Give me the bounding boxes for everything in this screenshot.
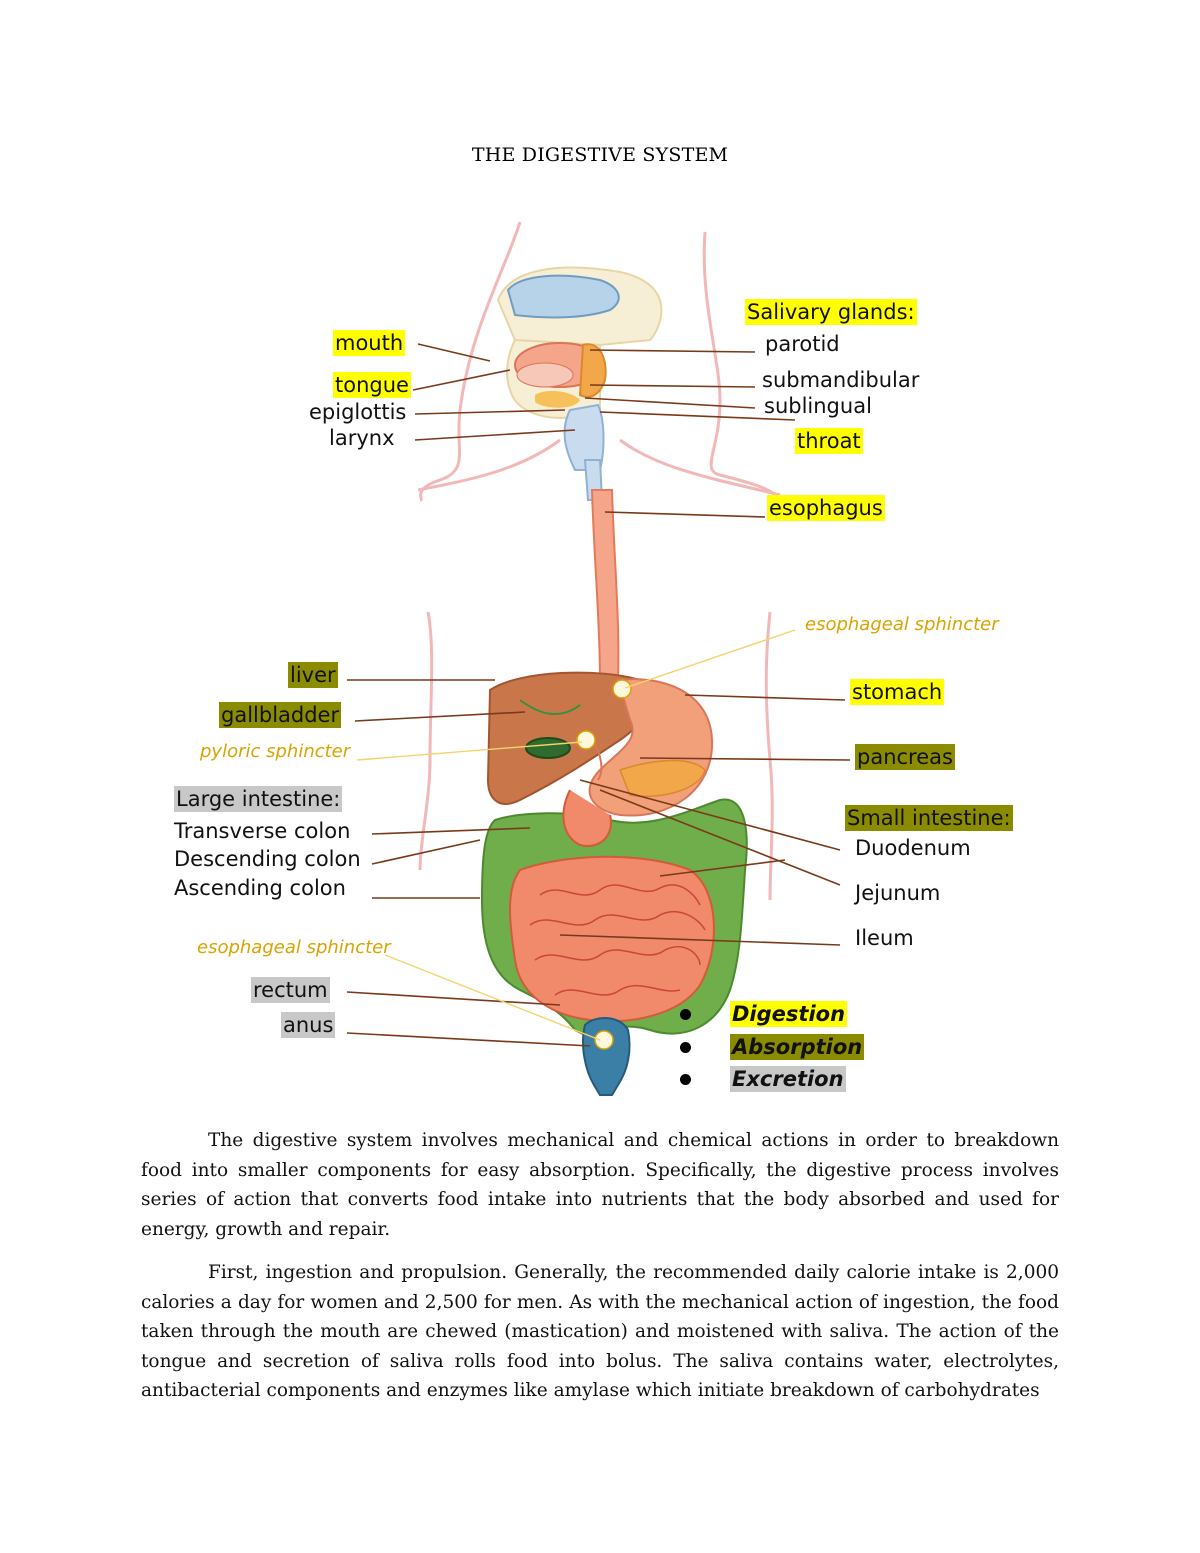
label-stomach: stomach [850, 679, 945, 705]
sphincter-leader-lines [356, 629, 796, 1041]
label-throat: throat [795, 428, 863, 454]
label-descending-colon: Descending colon [174, 847, 361, 871]
esophagus-shape [590, 489, 620, 681]
label-parotid: parotid [765, 332, 840, 356]
label-ileum: Ileum [855, 926, 914, 950]
gallbladder-shape [525, 737, 571, 759]
function-excretion: Excretion [730, 1066, 846, 1092]
label-small-intestine: Small intestine: [845, 805, 1013, 831]
rectum-shape [582, 1017, 631, 1096]
label-liver: liver [288, 662, 338, 688]
label-epiglottis: epiglottis [309, 400, 407, 424]
function-absorption: Absorption [730, 1034, 865, 1060]
leader-lines [346, 343, 851, 1047]
label-esophageal-sphincter-top: esophageal sphincter [805, 614, 999, 635]
small-intestine-shape [509, 855, 715, 1023]
label-sublingual: sublingual [764, 394, 872, 418]
label-salivary-glands: Salivary glands: [745, 299, 917, 325]
label-pancreas: pancreas [855, 744, 955, 770]
paragraph-2-text: First, ingestion and propulsion. General… [141, 1262, 1059, 1401]
label-tongue: tongue [333, 372, 411, 398]
head-illustration [496, 266, 663, 501]
label-transverse-colon: Transverse colon [174, 819, 351, 843]
label-submandibular: submandibular [762, 368, 920, 392]
bullet-icon [680, 1074, 691, 1085]
sphincter-markers [576, 679, 632, 1050]
paragraph-2: First, ingestion and propulsion. General… [141, 1258, 1059, 1406]
paragraph-1: The digestive system involves mechanical… [141, 1126, 1059, 1244]
bullet-icon [680, 1042, 691, 1053]
label-mouth: mouth [333, 330, 406, 356]
function-digestion: Digestion [730, 1001, 848, 1027]
page-title: THE DIGESTIVE SYSTEM [471, 144, 729, 166]
label-gallbladder: gallbladder [219, 702, 342, 728]
bullet-icon [680, 1009, 691, 1020]
label-esophagus: esophagus [767, 495, 885, 521]
label-esophageal-sphincter-bottom: esophageal sphincter [197, 937, 391, 958]
label-pyloric-sphincter: pyloric sphincter [200, 741, 351, 762]
label-ascending-colon: Ascending colon [174, 876, 346, 900]
label-large-intestine: Large intestine: [174, 786, 343, 812]
label-larynx: larynx [329, 426, 395, 450]
label-duodenum: Duodenum [855, 836, 971, 860]
label-jejunum: Jejunum [855, 881, 941, 905]
pancreas-shape [619, 759, 706, 797]
paragraph-1-text: The digestive system involves mechanical… [141, 1130, 1059, 1240]
label-rectum: rectum [251, 977, 330, 1003]
label-anus: anus [281, 1012, 336, 1038]
